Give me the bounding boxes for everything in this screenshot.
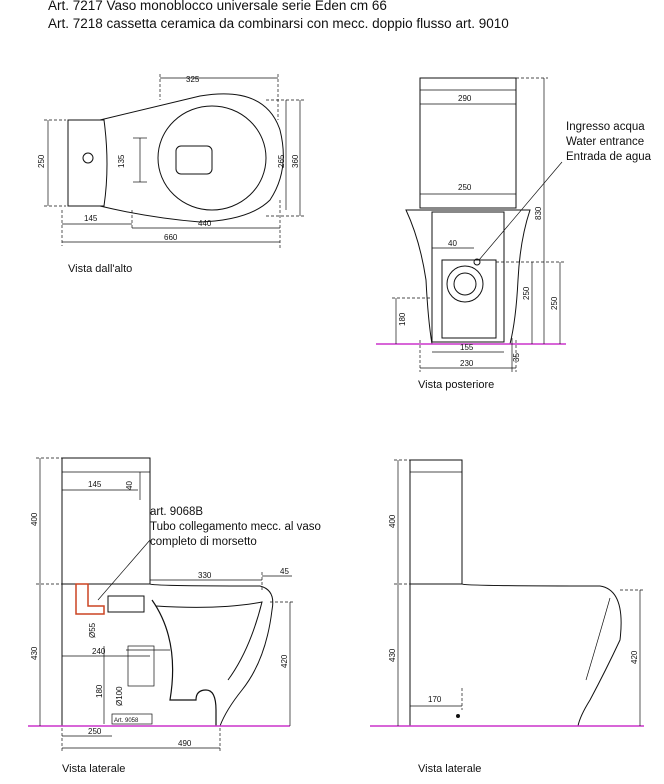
title-line-1: Art. 7217 Vaso monoblocco universale ser… [48, 0, 387, 13]
dim-145-top: 145 [84, 214, 98, 223]
dim-400-right: 400 [388, 514, 397, 528]
dim-40-side: 40 [125, 481, 134, 490]
rear-outlet-frame [441, 259, 497, 339]
bowl-side-right-outline [409, 583, 622, 727]
dim-490: 490 [178, 739, 192, 748]
dim-330: 330 [198, 571, 212, 580]
dim-35: 35 [512, 353, 521, 362]
bowl-rear-outline [405, 209, 531, 345]
dim-250-side: 250 [88, 727, 102, 736]
inlet-note-it: Ingresso acqua [566, 121, 645, 133]
water-inlet-point [473, 258, 481, 266]
bowl-inner-curve [155, 601, 263, 681]
label-side-view-right: Vista laterale [418, 763, 481, 775]
seat-ellipse [157, 105, 267, 211]
dim-250-rear-a: 250 [458, 183, 472, 192]
inlet-note-es: Entrada de agua [566, 151, 652, 163]
dim-430-right: 430 [388, 648, 397, 662]
dim-250-top: 250 [37, 154, 46, 168]
dim-45: 45 [280, 567, 289, 576]
inlet-leader [478, 161, 563, 261]
connector-pipe [75, 583, 105, 615]
part-code-box [111, 713, 153, 725]
connector-flange [107, 595, 145, 613]
note-leader-left [97, 539, 151, 601]
tank-rear [419, 77, 517, 209]
dim-135: 135 [117, 154, 126, 168]
dim-240: 240 [92, 647, 106, 656]
dim-265: 265 [277, 154, 286, 168]
title-line-2: Art. 7218 cassetta ceramica da combinars… [48, 16, 509, 31]
tank-side-left [61, 457, 151, 585]
dim-diam-100: Ø100 [115, 686, 124, 706]
label-rear-view: Vista posteriore [418, 379, 494, 391]
dim-660: 660 [164, 233, 178, 242]
trap-path [151, 599, 217, 726]
rear-outlet-outer [446, 265, 484, 303]
dim-420-right: 420 [630, 650, 639, 664]
connector-note-code: art. 9068B [150, 506, 203, 518]
rear-view [376, 77, 566, 372]
label-top-view: Vista dall'alto [68, 263, 132, 275]
dim-440: 440 [198, 219, 212, 228]
dim-170: 170 [428, 695, 442, 704]
part-code: Art. 9058 [114, 718, 139, 724]
dim-360: 360 [291, 154, 300, 168]
top-view [44, 74, 304, 248]
dim-250-rear-b: 250 [522, 286, 531, 300]
dim-400-left: 400 [30, 512, 39, 526]
dim-325: 325 [186, 75, 200, 84]
dim-diam-55: Ø55 [88, 622, 97, 638]
side-view-right [370, 459, 644, 727]
dim-430-left: 430 [30, 646, 39, 660]
dim-145-side: 145 [88, 480, 102, 489]
inlet-note-en: Water entrance [566, 136, 644, 148]
bowl-outlet [175, 145, 213, 175]
tap-hole [82, 152, 94, 164]
label-side-view-left: Vista laterale [62, 763, 125, 775]
dim-180-rear: 180 [398, 312, 407, 326]
top-view-outline [67, 93, 284, 223]
dim-230: 230 [460, 359, 474, 368]
connector-note-desc: Tubo collegamento mecc. al vaso [150, 521, 321, 533]
connector-note-clamp: completo di morsetto [150, 536, 257, 548]
dim-40-rear: 40 [448, 239, 457, 248]
rear-outlet-inner [453, 272, 477, 296]
tank-outline-top [68, 119, 108, 207]
fixing-hole [456, 714, 460, 718]
bowl-right-curve [585, 597, 611, 681]
side-view-left [28, 457, 294, 752]
dim-250-rear-c: 250 [550, 296, 559, 310]
tank-side-right [409, 459, 463, 585]
dim-830: 830 [534, 206, 543, 220]
bowl-side-left-outline [61, 583, 274, 727]
dim-290: 290 [458, 94, 472, 103]
rear-opening [431, 211, 505, 343]
dim-155: 155 [460, 343, 474, 352]
dim-420-left: 420 [280, 654, 289, 668]
dim-180-side: 180 [95, 684, 104, 698]
